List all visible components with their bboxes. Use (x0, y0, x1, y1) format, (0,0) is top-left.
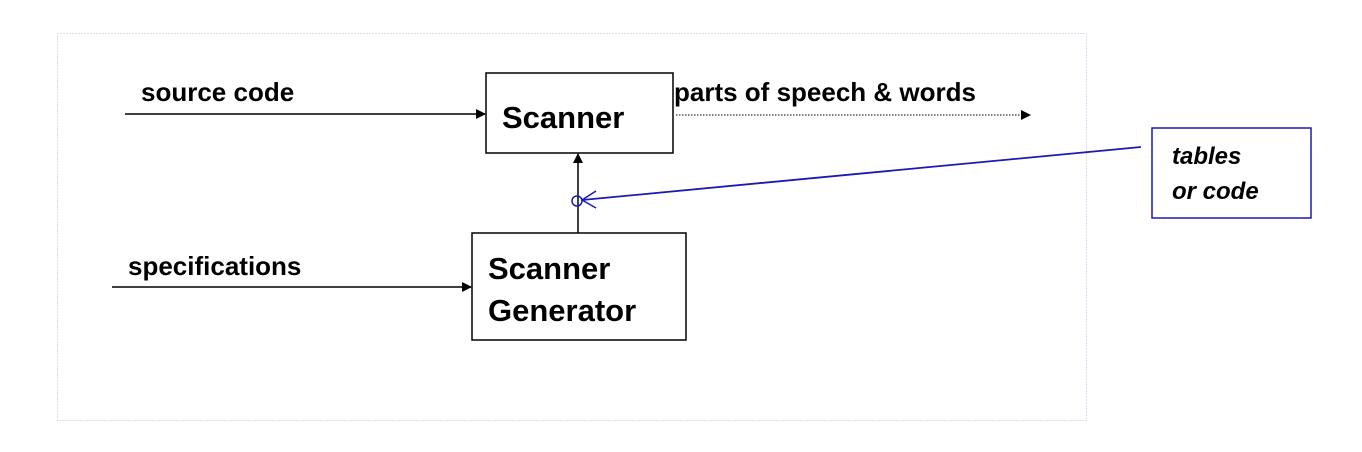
callout-box (1151, 127, 1312, 219)
callout-chevron-icon (580, 190, 597, 209)
source-code-label: source code (141, 77, 294, 107)
callout-label-line1: tables (1172, 143, 1241, 170)
output-label: parts of speech & words (674, 77, 976, 107)
scanner-generator-label-line1: Scanner (488, 251, 610, 286)
scanner-generator-box (471, 232, 687, 341)
callout-label-line2: or code (1172, 178, 1259, 205)
scanner-label: Scanner (502, 100, 624, 135)
specifications-label: specifications (128, 251, 301, 281)
scanner-generator-label-line2: Generator (488, 293, 636, 328)
callout-leader-line (581, 146, 1142, 201)
callout-anchor-circle-icon (571, 195, 583, 207)
